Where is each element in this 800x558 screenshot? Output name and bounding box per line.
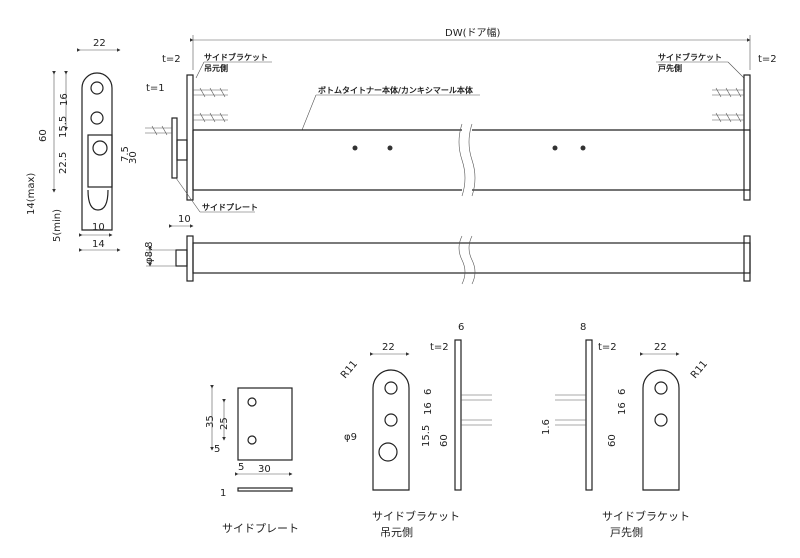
hinge-R11-label: R11 (339, 359, 360, 381)
t-right-label: t=2 (758, 54, 777, 65)
door-6-label: 6 (617, 389, 628, 395)
door-22-label: 22 (654, 342, 667, 353)
body-label: ボトムタイトナー本体/カンキシマール本体 (318, 85, 474, 95)
door-8-label: 8 (580, 322, 586, 333)
plate-caption: サイドプレート (222, 522, 299, 535)
sec-60-label: 60 (38, 129, 49, 142)
sec-22-5-label: 22.5 (58, 152, 69, 174)
bracket-left-name: サイドブラケット (204, 52, 268, 62)
sec-15-5-label: 15.5 (58, 116, 69, 138)
hinge-16-label: 16 (423, 402, 434, 415)
bracket-left-sub: 吊元側 (204, 63, 228, 73)
sec-16-label: 16 (59, 93, 70, 106)
door-1-6-label: 1.6 (541, 419, 552, 435)
bracket-hinge-detail: 22 R11 6 16 φ9 15.5 60 t=2 6 サイドブラケット 吊元… (339, 322, 492, 539)
door-t2-label: t=2 (598, 342, 617, 353)
side-plate-detail: 35 25 5 5 30 1 サイドプレート (205, 385, 299, 535)
t-plate-label: t=1 (146, 83, 165, 94)
door-R11-label: R11 (689, 359, 710, 381)
sec-10-label: 10 (92, 222, 105, 233)
hinge-6top-label: 6 (458, 322, 464, 333)
top-view: DW(ドア幅) t=2 t=1 t=2 サイドブラケット 吊元側 サイドブラケッ… (145, 26, 777, 213)
bracket-right-sub: 戸先側 (658, 63, 682, 73)
hinge-15-5-label: 15.5 (421, 425, 432, 447)
side-plate-leader-label: サイドプレート (202, 202, 258, 212)
plate-5a-label: 5 (214, 444, 220, 455)
plate-25-label: 25 (219, 417, 230, 430)
front-view: φ8.8 10 (144, 214, 751, 285)
hinge-6-label: 6 (423, 389, 434, 395)
hinge-phi9-label: φ9 (344, 432, 357, 443)
plate-1-label: 1 (220, 488, 226, 499)
door-60-label: 60 (607, 434, 618, 447)
plate-30-label: 30 (258, 464, 271, 475)
sec-7-5-label: 7.5 (120, 146, 131, 162)
sec-30-label: 30 (128, 151, 139, 164)
sec-5min-label: 5(min) (52, 209, 63, 242)
plate-35-label: 35 (205, 415, 216, 428)
hinge-60-label: 60 (439, 434, 450, 447)
door-caption-sub: 戸先側 (610, 526, 643, 539)
sec-14max-label: 14(max) (26, 173, 37, 215)
hinge-t2-label: t=2 (430, 342, 449, 353)
hinge-caption-sub: 吊元側 (380, 526, 413, 539)
hinge-caption-name: サイドブラケット (372, 509, 460, 523)
sec-14-label: 14 (92, 239, 105, 250)
bracket-door-detail: 22 R11 6 16 60 8 t=2 1.6 サイドブラケット 戸先側 (541, 322, 710, 539)
side-section: 22 16 60 15.5 22.5 7.5 30 14(max) 5(min)… (26, 38, 139, 252)
phi-8-8-label: φ8.8 (144, 242, 155, 265)
dw-width-label: DW(ドア幅) (445, 26, 500, 39)
plate-5b-label: 5 (238, 462, 244, 473)
bracket-right-name: サイドブラケット (658, 52, 722, 62)
t-left-label: t=2 (162, 54, 181, 65)
door-16-label: 16 (617, 402, 628, 415)
front-10-label: 10 (178, 214, 191, 225)
hinge-22-label: 22 (382, 342, 395, 353)
sec-22-label: 22 (93, 38, 106, 49)
door-caption-name: サイドブラケット (602, 509, 690, 523)
